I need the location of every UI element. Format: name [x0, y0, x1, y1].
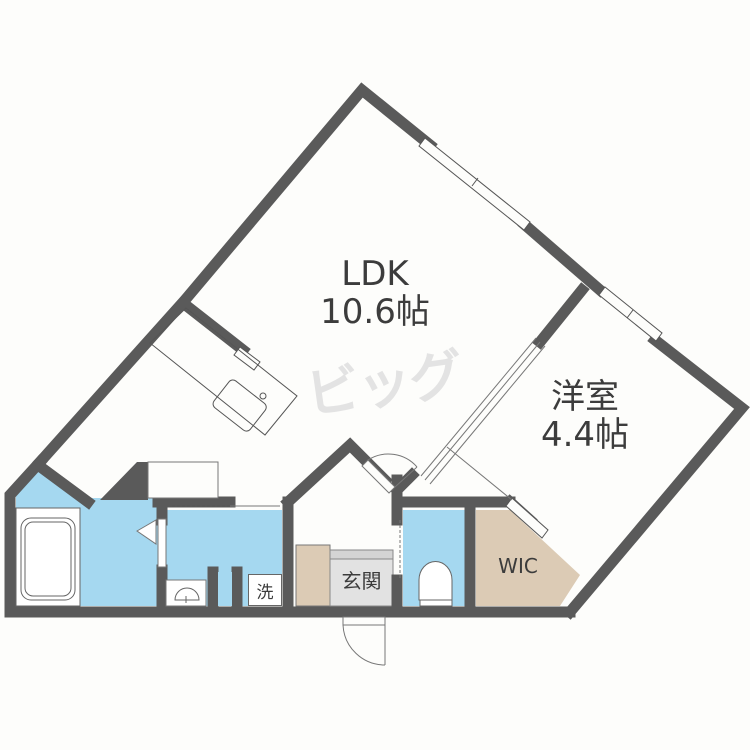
wash-gap — [218, 572, 232, 606]
bath-door-arrow — [136, 519, 157, 545]
outer-wall-upper-left — [32, 82, 438, 470]
pillar — [100, 462, 148, 500]
windows — [233, 137, 663, 539]
wic-door-line — [446, 446, 513, 501]
outer-wall-right — [562, 332, 750, 620]
wic-floor — [476, 510, 580, 606]
western-left-wall — [389, 467, 420, 498]
sliding-door — [420, 337, 546, 485]
bath-top-wall — [34, 460, 96, 510]
entrance-step — [329, 549, 394, 560]
room-label-wic: WIC — [498, 554, 538, 578]
front-door — [342, 616, 386, 666]
kitchen-counter — [149, 307, 298, 436]
washing-machine-space: 洗 — [248, 574, 282, 606]
room-name: LDK — [341, 254, 409, 294]
bath-door — [157, 518, 167, 568]
walls — [4, 82, 750, 620]
room-name: 洋室 — [551, 377, 619, 417]
outer-wall-left — [4, 454, 48, 618]
outer-wall-upper-right — [517, 217, 608, 298]
ldk-western-divider — [532, 282, 590, 350]
room-size: 4.4帖 — [540, 415, 630, 456]
window-kitchen — [233, 346, 261, 371]
window-wic — [505, 497, 549, 539]
kitchen-wall — [175, 295, 251, 358]
hall-door — [361, 453, 418, 494]
toilet — [418, 561, 453, 607]
room-label-western: 洋室 4.4帖 — [520, 378, 650, 454]
room-label-entrance: 玄関 — [341, 569, 382, 593]
shoe-storage — [295, 544, 331, 607]
bathtub — [15, 507, 81, 607]
window-ldk-top — [418, 137, 531, 231]
room-size: 10.6帖 — [320, 292, 430, 333]
room-label-ldk: LDK 10.6帖 — [300, 255, 450, 331]
washbasin — [165, 579, 207, 607]
cabinet — [147, 461, 219, 499]
